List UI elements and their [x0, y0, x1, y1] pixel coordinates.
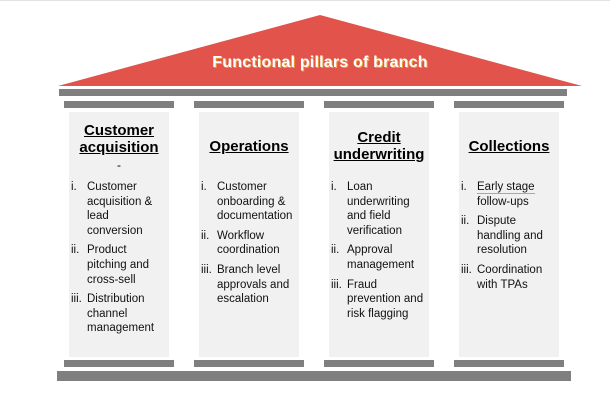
pillar-base: [194, 360, 304, 367]
pillar-item-list: i. Customer onboarding & documentation i…: [201, 180, 297, 307]
entablature-bar: [59, 89, 567, 96]
item-marker: iii.: [201, 263, 212, 276]
pillar-item: ii. Dispute handling and resolution: [461, 214, 557, 258]
pediment-triangle-icon: [58, 15, 582, 86]
pillar-item: iii. Coordination with TPAs: [461, 263, 557, 292]
item-text: Approval management: [347, 243, 427, 272]
pillar-operations: Operations i. Customer onboarding & docu…: [199, 112, 299, 357]
pillar-header: Customer acquisition -: [71, 118, 167, 176]
diagram-title: Functional pillars of branch: [212, 54, 428, 71]
item-text-main: Branch level approvals and escalation: [217, 263, 290, 306]
pillar-item: iii. Fraud prevention and risk flagging: [331, 278, 427, 322]
pillar-title: Customer acquisition: [79, 121, 159, 156]
item-text-main: Loan underwriting and field verification: [347, 181, 410, 237]
pillar-subtitle: -: [117, 158, 121, 173]
item-marker: iii.: [331, 278, 342, 291]
item-text: Branch level approvals and escalation: [217, 263, 297, 307]
item-marker: i.: [331, 181, 337, 193]
pillar-item: i. Customer onboarding & documentation: [201, 180, 297, 224]
item-text-main: Workflow coordination: [217, 229, 280, 257]
item-text: Loan underwriting and field verification: [347, 180, 427, 238]
item-text-main: follow-ups: [477, 195, 529, 208]
pillar-item-list: i. Early stage follow-ups ii. Dispute ha…: [461, 180, 557, 292]
item-marker: ii.: [201, 229, 210, 242]
pillar-item: i. Loan underwriting and field verificat…: [331, 180, 427, 238]
item-text-main: Fraud prevention and risk flagging: [347, 278, 424, 320]
pillar-capital: [64, 101, 174, 108]
slide-top-edge: [0, 0, 610, 1]
pillar-title: Operations: [209, 137, 289, 155]
pillar-item: iii. Distribution channel management: [71, 292, 167, 336]
item-marker: i.: [71, 181, 77, 193]
pillar-collections: Collections i. Early stage follow-ups ii…: [459, 112, 559, 357]
pillar-title: Credit underwriting: [333, 129, 425, 163]
item-text: Distribution channel management: [87, 292, 167, 336]
pillar-header: Collections: [461, 118, 557, 176]
item-text-main: Coordination with TPAs: [477, 263, 543, 291]
item-marker: ii.: [461, 215, 470, 228]
pillar-capital: [194, 101, 304, 108]
item-marker: i.: [461, 181, 467, 193]
item-text-main: Product pitching and cross-sell: [87, 244, 150, 286]
item-text: Workflow coordination: [217, 229, 297, 258]
item-text: Customer onboarding & documentation: [217, 180, 297, 224]
pillar-header: Operations: [201, 118, 297, 176]
item-text-underlined: Early stage: [477, 181, 535, 194]
pillar-title: Collections: [468, 137, 550, 155]
pillar-item-list: i. Customer acquisition & lead conversio…: [71, 180, 167, 336]
item-text-main: Customer onboarding & documentation: [217, 181, 293, 223]
item-marker: i.: [201, 181, 207, 193]
pillar-base: [324, 360, 434, 367]
item-text-main: Customer acquisition & lead conversion: [87, 181, 153, 237]
pillar-base: [64, 360, 174, 367]
pillar-base: [454, 360, 564, 367]
pillar-item: i. Customer acquisition & lead conversio…: [71, 180, 167, 238]
item-text: Product pitching and cross-sell: [87, 243, 167, 287]
item-marker: iii.: [461, 263, 472, 276]
pillar-item: iii. Branch level approvals and escalati…: [201, 263, 297, 307]
item-marker: ii.: [331, 244, 340, 257]
item-text: Customer acquisition & lead conversion: [87, 180, 167, 238]
pillar-item: ii. Workflow coordination: [201, 229, 297, 258]
item-text: Early stage follow-ups: [477, 180, 557, 209]
pillar-header: Credit underwriting: [331, 118, 427, 176]
item-marker: iii.: [71, 293, 82, 306]
pillar-item: ii. Product pitching and cross-sell: [71, 243, 167, 287]
pillar-item-list: i. Loan underwriting and field verificat…: [331, 180, 427, 321]
item-text: Dispute handling and resolution: [477, 214, 557, 258]
item-text-main: Dispute handling and resolution: [477, 215, 543, 257]
item-marker: ii.: [71, 244, 80, 257]
item-text-main: Approval management: [347, 244, 415, 271]
item-text: Coordination with TPAs: [477, 263, 557, 292]
item-text-main: Distribution channel management: [87, 293, 155, 335]
item-text: Fraud prevention and risk flagging: [347, 278, 427, 322]
pillar-customer-acquisition: Customer acquisition - i. Customer acqui…: [69, 112, 169, 357]
pillar-item: i. Early stage follow-ups: [461, 180, 557, 209]
pillar-capital: [324, 101, 434, 108]
pillar-capital: [454, 101, 564, 108]
pillar-item: ii. Approval management: [331, 243, 427, 272]
pillar-credit-underwriting: Credit underwriting i. Loan underwriting…: [329, 112, 429, 357]
foundation-bar: [57, 371, 571, 381]
